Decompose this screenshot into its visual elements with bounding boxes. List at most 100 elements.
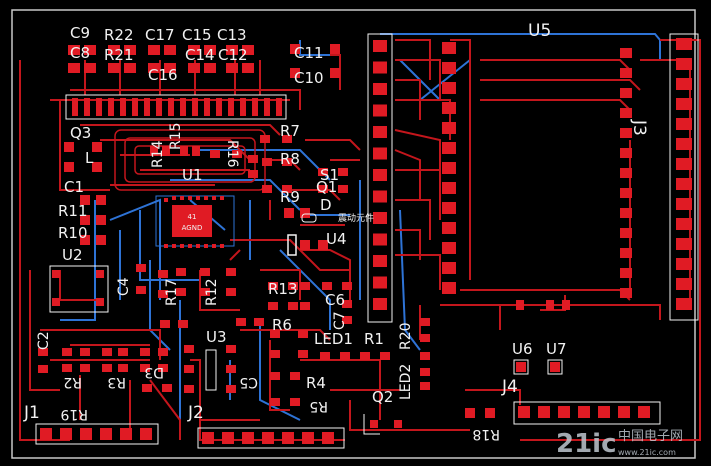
j3-pad[interactable] (676, 98, 692, 110)
label-c2: C2 (36, 331, 52, 350)
label-r14: R14 (150, 140, 166, 168)
j3-pad[interactable] (676, 278, 692, 290)
u5-pad[interactable] (373, 212, 387, 224)
label-c17: C17 (145, 26, 175, 44)
j4-pin[interactable] (518, 406, 530, 418)
u5-right-pad[interactable] (442, 242, 456, 254)
j3-via-pad[interactable] (620, 108, 632, 118)
connector-pins (40, 406, 650, 444)
label-c8: C8 (70, 44, 90, 62)
j3-via-pad[interactable] (620, 208, 632, 218)
u5-right-pad[interactable] (442, 182, 456, 194)
j2-pin[interactable] (202, 432, 214, 444)
j3-pad[interactable] (676, 198, 692, 210)
label-r13: R13 (268, 280, 298, 298)
j3-pad[interactable] (676, 218, 692, 230)
u5-pad[interactable] (373, 255, 387, 267)
j3-pad[interactable] (676, 298, 692, 310)
label-r20: R20 (398, 322, 414, 350)
j3-pad[interactable] (676, 178, 692, 190)
j3-pad[interactable] (676, 158, 692, 170)
j3-via-pad[interactable] (620, 48, 632, 58)
j1-pin[interactable] (100, 428, 112, 440)
u1-pad-net: AGND (182, 224, 203, 232)
u5-right-pad[interactable] (442, 282, 456, 294)
u5-pad[interactable] (373, 104, 387, 117)
watermark-url: www.21ic.com (618, 448, 676, 457)
j2-pin[interactable] (262, 432, 274, 444)
j2-pin[interactable] (282, 432, 294, 444)
j3-pad[interactable] (676, 58, 692, 70)
u5-pads[interactable] (373, 38, 692, 310)
u5-pad[interactable] (373, 276, 387, 289)
label-vibration: 震动元件 (338, 212, 374, 224)
u5-pad[interactable] (373, 298, 387, 310)
j1-pin[interactable] (120, 428, 132, 440)
label-u4: U4 (326, 230, 347, 248)
j2-pin[interactable] (222, 432, 234, 444)
j1-pin[interactable] (40, 428, 52, 440)
u5-right-pad[interactable] (442, 202, 456, 214)
j3-pad[interactable] (676, 238, 692, 250)
u5-right-pad[interactable] (442, 102, 456, 114)
j3-via-pad[interactable] (620, 248, 632, 258)
j4-pin[interactable] (598, 406, 610, 418)
u5-right-pad[interactable] (442, 222, 456, 234)
j3-pad[interactable] (676, 78, 692, 90)
u5-pad[interactable] (373, 190, 387, 203)
j3-pad[interactable] (676, 138, 692, 150)
label-r16: R16 (224, 140, 240, 168)
label-j3: J3 (629, 119, 649, 136)
j4-pin[interactable] (618, 406, 630, 418)
j2-pin[interactable] (302, 432, 314, 444)
smd-pads[interactable] (38, 44, 570, 428)
u5-pad[interactable] (373, 40, 387, 52)
u1-exposed-pad[interactable] (172, 205, 212, 237)
j3-pad[interactable] (676, 118, 692, 130)
u5-pad[interactable] (373, 169, 387, 181)
j2-pin[interactable] (322, 432, 334, 444)
u5-pad[interactable] (373, 83, 387, 95)
j4-pin[interactable] (578, 406, 590, 418)
j4-pin[interactable] (558, 406, 570, 418)
j3-via-pad[interactable] (620, 268, 632, 278)
label-r7: R7 (280, 122, 300, 140)
j4-pin[interactable] (638, 406, 650, 418)
watermark: 21ic 中国电子网 www.21ic.com (556, 429, 683, 459)
j1-pin[interactable] (140, 428, 152, 440)
label-r8: R8 (280, 150, 300, 168)
j3-via-pad[interactable] (620, 188, 632, 198)
j3-via-pad[interactable] (620, 148, 632, 158)
u5-pad[interactable] (373, 61, 387, 74)
u5-pad[interactable] (373, 233, 387, 246)
label-r2: R2 (63, 374, 82, 390)
j3-via-pad[interactable] (620, 128, 632, 138)
j3-via-pad[interactable] (620, 288, 632, 298)
silkscreen-outlines (35, 33, 699, 449)
j3-via-pad[interactable] (620, 228, 632, 238)
u5-right-pad[interactable] (442, 82, 456, 94)
label-r6: R6 (272, 316, 292, 334)
j3-pad[interactable] (676, 38, 692, 50)
u5-right-pad[interactable] (442, 142, 456, 154)
label-l: L (85, 149, 94, 167)
j1-pin[interactable] (80, 428, 92, 440)
u5-right-pad[interactable] (442, 122, 456, 134)
u5-right-pad[interactable] (442, 162, 456, 174)
label-c10: C10 (294, 69, 324, 87)
label-r1: R1 (364, 330, 384, 348)
u5-pad[interactable] (373, 147, 387, 160)
j1-pin[interactable] (60, 428, 72, 440)
u5-right-pad[interactable] (442, 42, 456, 54)
u5-right-pad[interactable] (442, 262, 456, 274)
j3-via-pad[interactable] (620, 68, 632, 78)
j3-via-pad[interactable] (620, 168, 632, 178)
j4-pin[interactable] (538, 406, 550, 418)
j3-via-pad[interactable] (620, 88, 632, 98)
label-c12: C12 (218, 46, 248, 64)
u5-right-pad[interactable] (442, 62, 456, 74)
u5-pad[interactable] (373, 126, 387, 138)
j3-pad[interactable] (676, 258, 692, 270)
j2-pin[interactable] (242, 432, 254, 444)
